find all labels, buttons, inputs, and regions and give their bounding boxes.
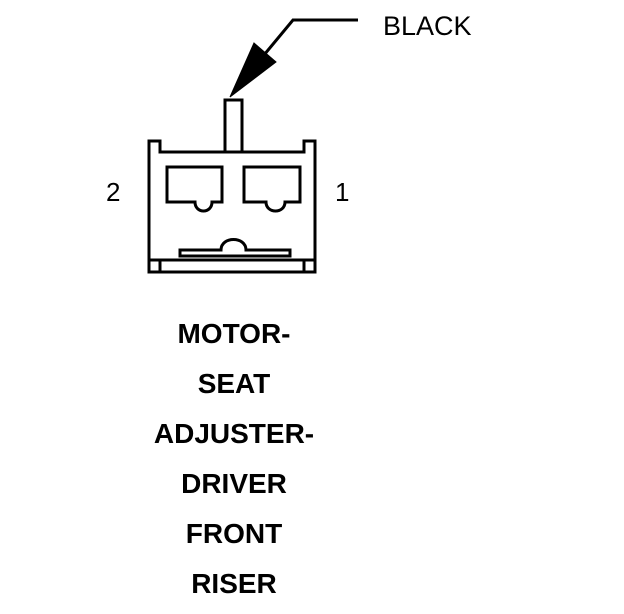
pin-1-label: 1 — [335, 177, 350, 207]
caption-line: MOTOR- — [177, 318, 291, 349]
caption-line: RISER — [191, 568, 277, 599]
connector-caption: MOTOR- SEAT ADJUSTER- DRIVER FRONT RISER — [84, 314, 384, 614]
caption-line: SEAT — [197, 368, 271, 399]
wire-leader-arrow — [229, 18, 358, 98]
connector-body — [147, 139, 317, 274]
caption-line: DRIVER — [181, 468, 287, 499]
wire-stub — [223, 98, 244, 154]
pin-2-label: 2 — [106, 177, 121, 207]
caption-line: ADJUSTER- — [153, 418, 315, 449]
wire-color-label: BLACK — [383, 11, 472, 41]
connector-drawing — [147, 18, 358, 274]
caption-line: FRONT — [185, 518, 283, 549]
